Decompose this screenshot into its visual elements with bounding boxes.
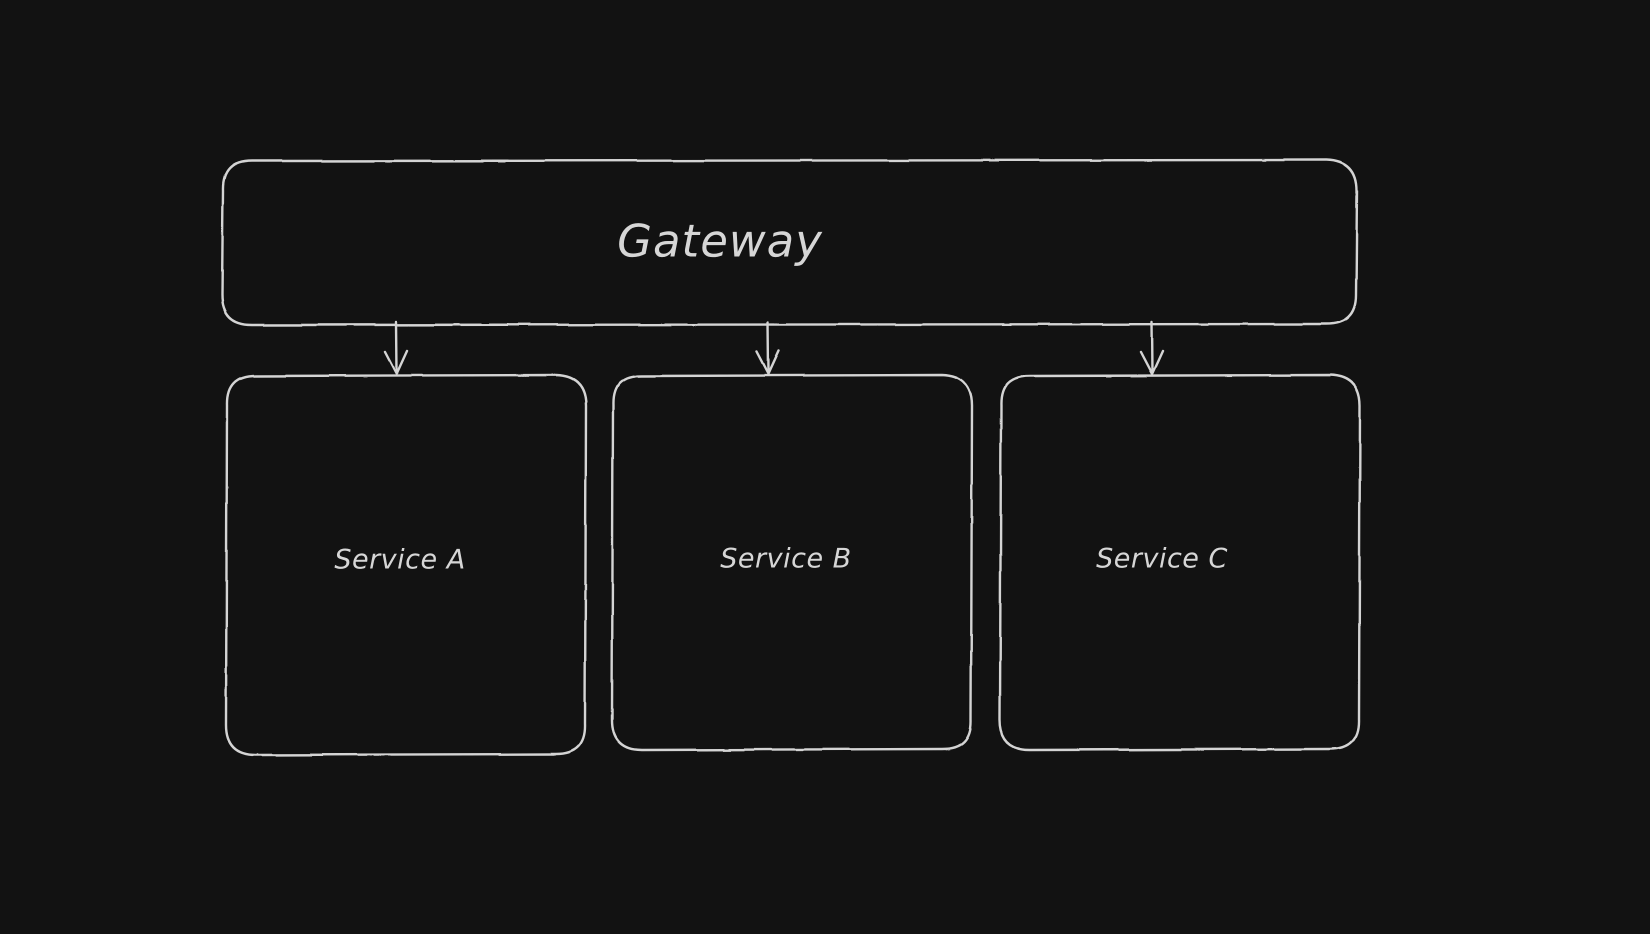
node-label-service-a: Service A	[334, 544, 466, 576]
node-gateway[interactable]	[220, 158, 1359, 327]
node-label-service-c: Service C	[1096, 543, 1228, 575]
node-label-gateway: Gateway	[617, 214, 823, 268]
node-service-b[interactable]	[610, 373, 974, 752]
edge-gateway-to-service-c[interactable]	[1139, 320, 1165, 376]
node-service-a[interactable]	[224, 373, 588, 757]
edge-gateway-to-service-a[interactable]	[383, 320, 409, 376]
edge-gateway-to-service-b[interactable]	[755, 320, 781, 376]
node-label-service-b: Service B	[720, 543, 852, 575]
node-service-c[interactable]	[998, 373, 1362, 752]
